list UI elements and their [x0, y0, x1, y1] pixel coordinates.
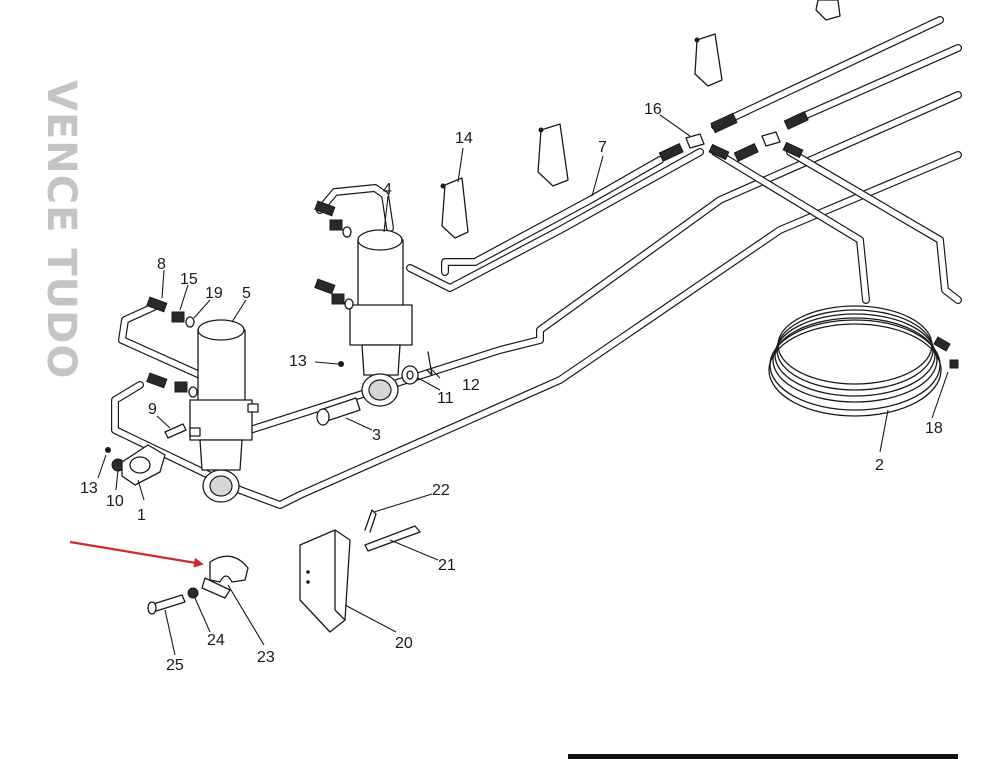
nut-13-lower	[105, 447, 111, 453]
rod-21	[364, 525, 421, 552]
callout-13-lower: 13	[80, 480, 98, 497]
callout-13-upper: 13	[289, 353, 307, 370]
callout-18: 18	[925, 420, 943, 437]
tee-fitting-16	[685, 133, 705, 149]
highlight-arrow	[69, 540, 204, 568]
footer-bar	[568, 754, 958, 759]
hose-right	[786, 148, 962, 304]
callout-16: 16	[644, 101, 662, 118]
callout-23: 23	[257, 649, 275, 666]
callout-5: 5	[242, 285, 251, 302]
nut-13-upper	[338, 361, 344, 367]
pin-22	[364, 509, 377, 533]
leader-lines	[97, 114, 949, 656]
small-parts	[105, 219, 433, 486]
callout-15: 15	[180, 271, 198, 288]
cotter-pin-12	[426, 351, 433, 376]
callout-7: 7	[598, 139, 607, 156]
callout-20: 20	[395, 635, 413, 652]
callout-21: 21	[438, 557, 456, 574]
hose-coil	[768, 305, 959, 417]
hose-fittings	[146, 111, 809, 389]
cylinder-5	[189, 319, 259, 503]
bolt-9	[164, 423, 187, 439]
watermark: VENCE TUDO	[38, 80, 84, 380]
callout-9: 9	[148, 401, 157, 418]
callout-25: 25	[166, 657, 184, 674]
callout-12: 12	[462, 377, 480, 394]
callout-11: 11	[437, 390, 454, 407]
callout-24: 24	[207, 632, 225, 649]
hydraulic-lines	[111, 16, 962, 509]
lower-parts	[147, 509, 421, 633]
callout-19: 19	[205, 285, 223, 302]
callout-3: 3	[372, 427, 381, 444]
fitting-15	[171, 311, 185, 323]
nut-24	[187, 587, 199, 599]
callout-8: 8	[157, 256, 166, 273]
callout-2: 2	[875, 457, 884, 474]
callout-22: 22	[432, 482, 450, 499]
gaskets	[440, 0, 841, 239]
coil-fitting	[933, 336, 951, 352]
callout-4: 4	[383, 181, 392, 198]
o-ring-19	[185, 316, 195, 328]
callout-1: 1	[137, 507, 146, 524]
callout-14: 14	[455, 130, 473, 147]
callout-10: 10	[106, 493, 124, 510]
cylinder-4	[349, 229, 413, 407]
tee-fitting-right	[761, 131, 781, 147]
callout-numbers: 14 7 16 4 8 15 19 5 13 12 11 3 9 13 10 1…	[80, 101, 943, 674]
gasket-14	[441, 177, 469, 239]
clamp-23	[209, 555, 249, 583]
